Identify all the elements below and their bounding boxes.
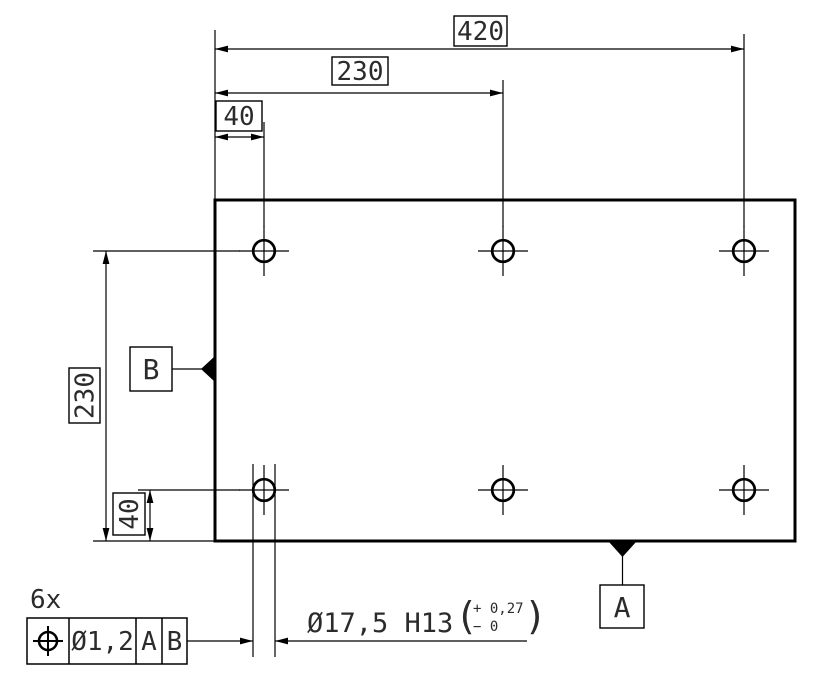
dimension-value: 420 [457, 17, 504, 47]
arrowhead-right [251, 133, 264, 141]
datum-a: A [599, 542, 645, 629]
callout-paren-close: ) [524, 594, 547, 638]
datum-label-frame [129, 346, 173, 392]
arrowhead-right [731, 45, 744, 53]
extension-lines [93, 30, 745, 657]
hole-size-callout: Ø17,5 H13 ( + 0,27 − 0 ) [240, 594, 547, 645]
arrowhead-top [102, 251, 110, 264]
dimension-value: 40 [115, 498, 145, 529]
hole-circle [490, 238, 516, 264]
arrowhead-top [146, 490, 154, 503]
dimension-value-frame [453, 15, 508, 47]
dimension-value-frame [112, 492, 146, 536]
hole-circle [251, 238, 277, 264]
position-tolerance-icon [33, 626, 63, 656]
dimension-value-frame [215, 100, 263, 132]
hole-circle [251, 477, 277, 503]
hole-top-right [719, 226, 769, 276]
arrowhead-left [215, 133, 228, 141]
dimension-40-left: 40 [112, 490, 154, 541]
hole-top-left [239, 226, 289, 276]
callout-paren-open: ( [455, 594, 478, 638]
hole-top-middle [478, 226, 528, 276]
callout-upper-tolerance: + 0,27 [473, 601, 524, 617]
fcf-datum-ref-1: A [141, 627, 157, 657]
arrowhead-left [215, 89, 228, 97]
callout-size-text: Ø17,5 H13 [307, 608, 453, 639]
hole-bottom-right [719, 465, 769, 515]
arrowhead-bottom [102, 528, 110, 541]
hole-circle [731, 477, 757, 503]
dimension-value: 40 [223, 102, 254, 132]
dimension-230-top: 230 [215, 56, 503, 97]
arrowhead-bottom [146, 528, 154, 541]
dimension-value: 230 [337, 57, 384, 87]
dimension-40-top: 40 [215, 100, 264, 141]
arrowhead-left [240, 637, 253, 645]
dimension-230-left: 230 [68, 251, 110, 541]
hole-bottom-left [239, 465, 289, 515]
datum-triangle-icon [201, 356, 215, 382]
fcf-datum-ref-2: B [167, 627, 183, 657]
arrowhead-right [490, 89, 503, 97]
hole-circle [731, 238, 757, 264]
arrowhead-left [215, 45, 228, 53]
datum-label: B [143, 353, 160, 386]
datum-label-frame [599, 584, 645, 629]
dimension-420: 420 [215, 15, 744, 53]
dimension-value-frame [68, 367, 101, 424]
feature-control-frame: 6x Ø1,2 A B [26, 585, 253, 665]
hole-count-label: 6x [30, 585, 61, 615]
fcf-tolerance-value: Ø1,2 [71, 627, 134, 657]
hole-bottom-middle [478, 465, 528, 515]
datum-triangle-icon [609, 542, 636, 557]
hole-circle [490, 477, 516, 503]
dimension-value: 230 [71, 372, 101, 419]
callout-lower-tolerance: − 0 [473, 619, 498, 635]
datum-b: B [129, 346, 215, 392]
datum-label: A [614, 591, 631, 624]
dimension-value-frame [331, 56, 389, 86]
